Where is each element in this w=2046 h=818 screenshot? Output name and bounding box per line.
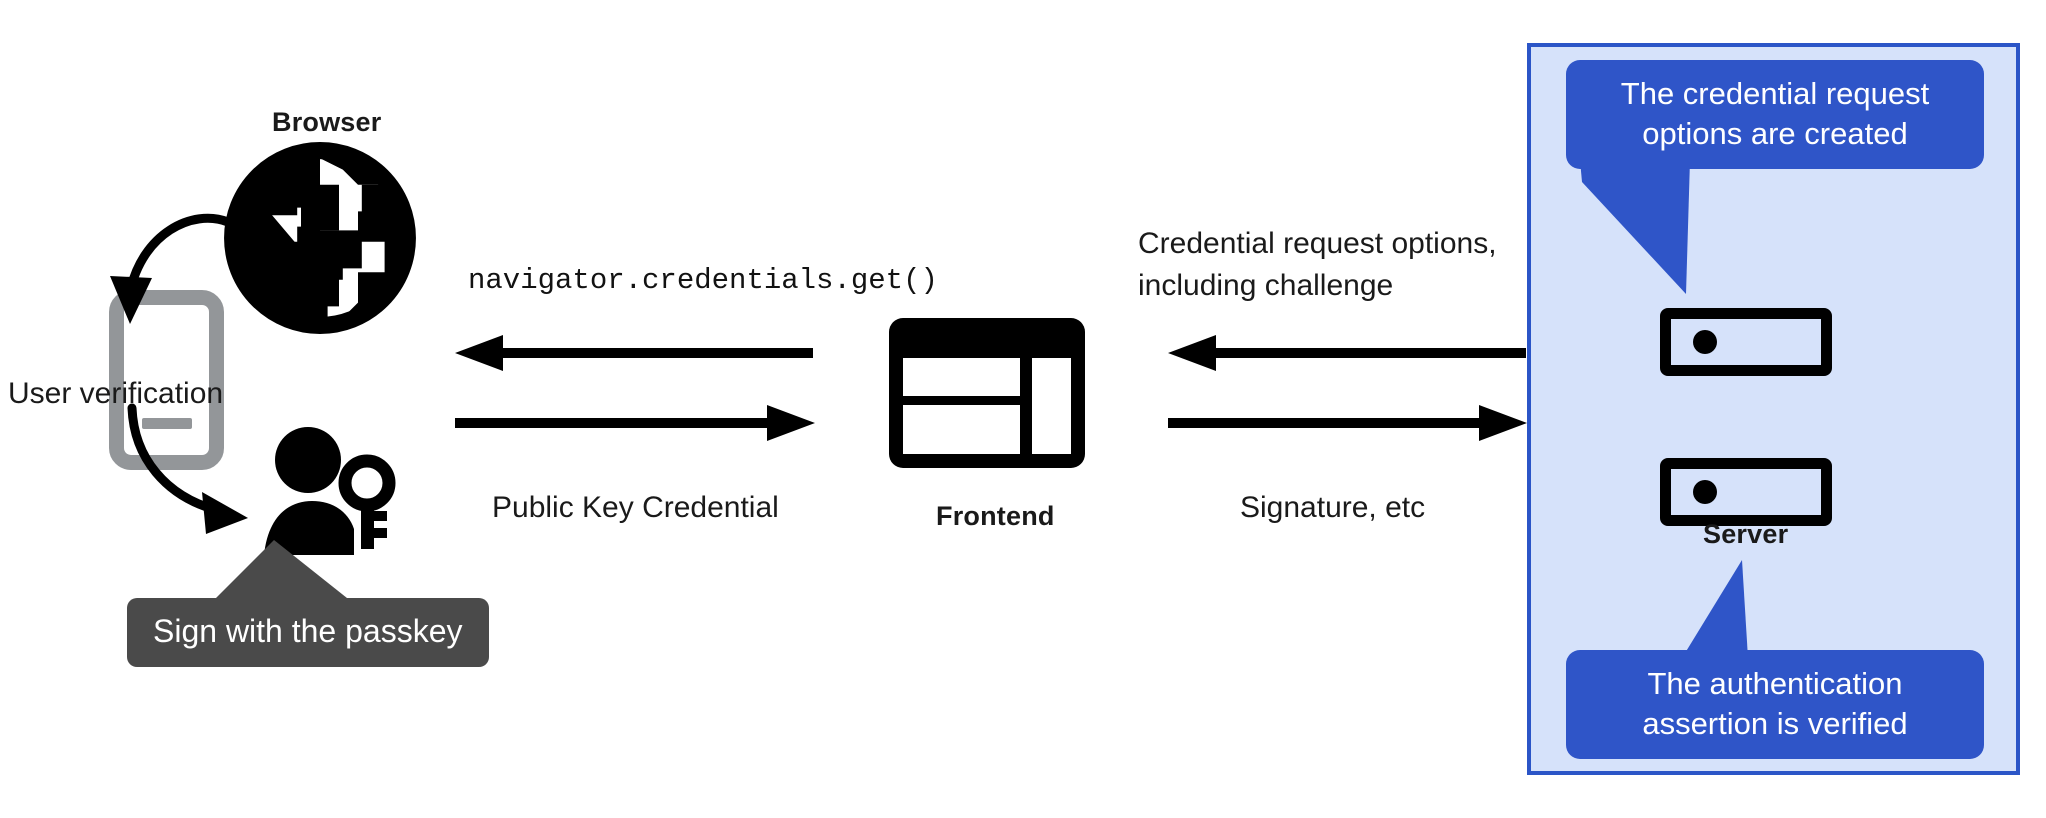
phone-speaker-icon (141, 418, 192, 429)
server-callout-top-tail (1580, 160, 1690, 294)
user-verification-label: User verification (8, 377, 224, 410)
passkey-tooltip-tail (212, 540, 352, 602)
arrow-frontend-to-browser-icon (455, 335, 813, 371)
arrow-browser-to-phone-icon (110, 213, 233, 324)
server-callout-top: The credential request options are creat… (1566, 60, 1984, 169)
credential-request-options-label-line1: Credential request options, (1138, 227, 1497, 260)
browser-label: Browser (272, 107, 382, 137)
arrow-frontend-to-server-icon (1168, 405, 1527, 441)
navigator-credentials-get-label: navigator.credentials.get() (468, 264, 938, 297)
server-unit-bottom (1660, 458, 1832, 526)
server-unit-top (1660, 308, 1832, 376)
frontend-label: Frontend (936, 501, 1055, 531)
public-key-credential-label: Public Key Credential (492, 491, 779, 524)
web-layout-icon (889, 318, 1085, 468)
credential-request-options-label-line2: including challenge (1138, 269, 1394, 302)
smartphone-icon (109, 290, 224, 470)
globe-icon (224, 142, 416, 334)
server-led-bottom (1693, 480, 1717, 504)
arrow-browser-to-frontend-icon (455, 405, 815, 441)
server-label: Server (1703, 519, 1789, 549)
server-callout-bottom: The authentication assertion is verified (1566, 650, 1984, 759)
server-callout-bottom-tail (1682, 560, 1748, 658)
person-with-key-icon (264, 427, 396, 555)
arrow-server-to-frontend-icon (1168, 335, 1526, 371)
server-led-top (1693, 330, 1717, 354)
passkey-tooltip: Sign with the passkey (127, 598, 489, 668)
signature-etc-label: Signature, etc (1240, 491, 1426, 524)
arrow-phone-to-user-icon (127, 403, 248, 534)
